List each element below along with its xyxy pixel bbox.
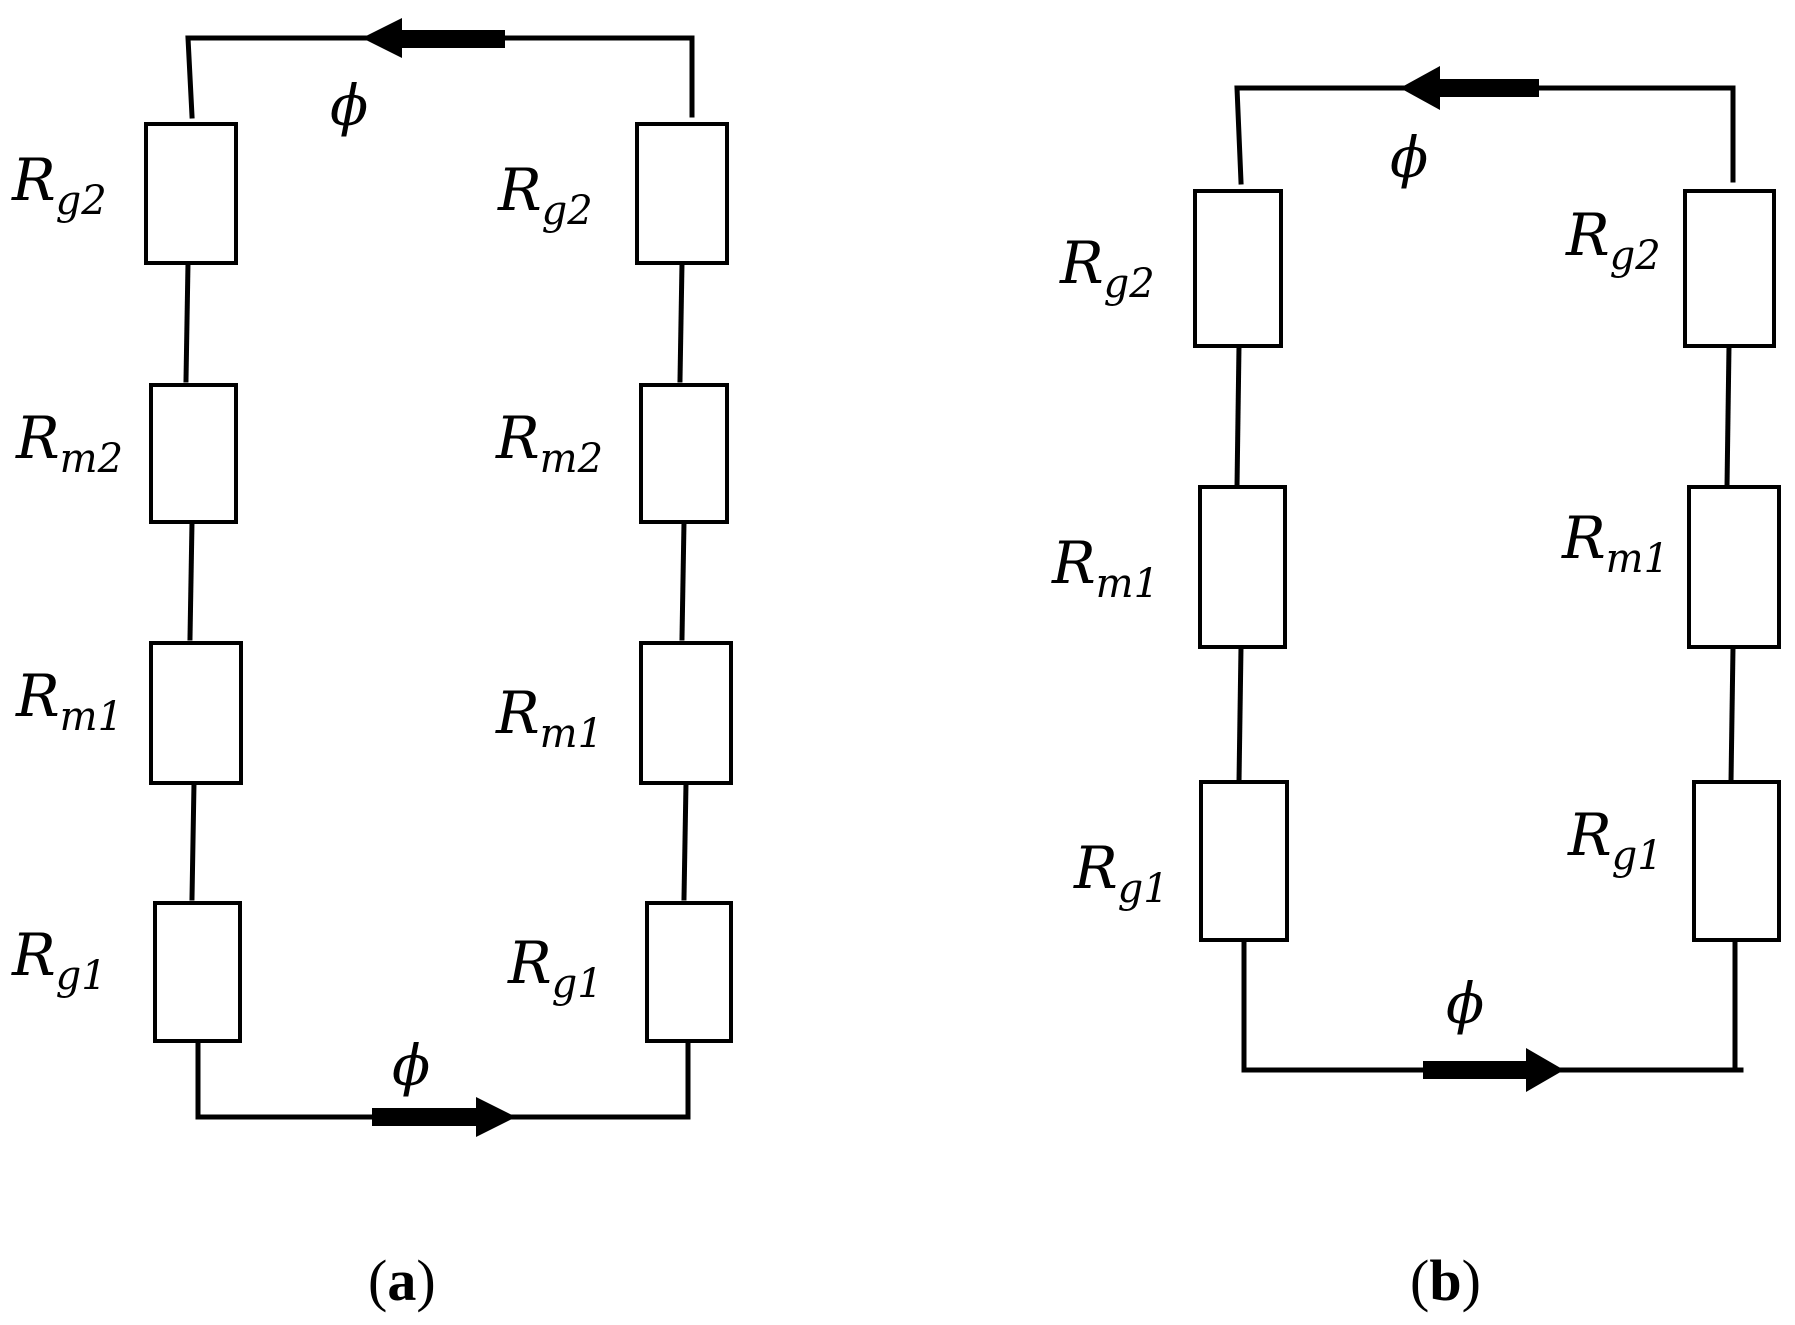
panel-b-bottom-flux-arrow: [1423, 1048, 1564, 1092]
panel-b-top-wire: [1234, 85, 1736, 185]
panel-a-bottom-flux-arrow: [372, 1097, 516, 1137]
panel-b-right-label-m1: Rm1: [1561, 504, 1669, 582]
panel-a-top-wire: [185, 35, 695, 119]
panel-b-right-wire-2: [1728, 644, 1736, 785]
panel-a-top-flux-arrow: [362, 18, 505, 58]
panel-b-left-label-g1: Rg1: [1073, 834, 1169, 912]
panel-a-top-flux-label: ϕ: [330, 74, 368, 139]
panel-b-left-label-m1: Rm1: [1051, 529, 1159, 607]
panel-a-bottom-wire: [195, 1035, 691, 1120]
panel-b-left-resistor-g1: [1199, 780, 1289, 942]
panel-a-left-label-m1: Rm1: [15, 662, 123, 740]
panel-a-left-resistor-m1: [149, 641, 243, 785]
panel-b-right-wire-1: [1724, 343, 1732, 490]
panel-a-caption: (a): [368, 1248, 436, 1313]
panel-a-right-label-m2: Rm2: [495, 404, 603, 482]
panel-b-right-resistor-m1: [1687, 485, 1781, 649]
panel-a-right-wire-1: [677, 260, 685, 383]
panel-a-left-resistor-g2: [144, 122, 238, 265]
panel-a-left-label-g1: Rg1: [11, 921, 107, 999]
panel-a-right-resistor-m2: [639, 383, 729, 524]
panel-b-top-flux-arrow: [1400, 66, 1539, 110]
panel-b-bottom-flux-label: ϕ: [1446, 972, 1484, 1037]
panel-a-right-wire-3: [681, 780, 689, 901]
panel-b-left-label-g2: Rg2: [1059, 229, 1155, 307]
panel-b: ϕ ϕ Rg2 Rm1 Rg1 Rg2 Rm1 Rg1 (b): [1051, 66, 1781, 1313]
panel-b-right-label-g2: Rg2: [1565, 201, 1661, 279]
panel-b-right-resistor-g2: [1683, 189, 1776, 348]
panel-a-right-label-g2: Rg2: [497, 156, 593, 234]
panel-a-left-resistor-g1: [153, 901, 242, 1043]
panel-b-bottom-wire: [1241, 937, 1744, 1073]
panel-a-left-resistor-m2: [149, 383, 238, 524]
panel-a-left-label-m2: Rm2: [15, 404, 123, 482]
panel-a-right-wire-2: [679, 519, 687, 641]
panel-a-bottom-flux-label: ϕ: [392, 1034, 430, 1099]
panel-b-top-flux-label: ϕ: [1390, 126, 1428, 191]
panel-a-left-label-g2: Rg2: [11, 146, 107, 224]
panel-b-left-resistor-g2: [1193, 189, 1283, 348]
panel-b-right-label-g1: Rg1: [1567, 801, 1663, 879]
panel-b-left-wire-1: [1234, 343, 1242, 490]
panel-a-left-wire-2: [187, 519, 195, 641]
panel-a-right-label-m1: Rm1: [495, 679, 603, 757]
panel-a-right-resistor-g2: [635, 122, 729, 265]
panel-a-right-label-g1: Rg1: [507, 929, 603, 1007]
panel-b-left-wire-2: [1236, 644, 1244, 785]
panel-b-right-resistor-g1: [1692, 780, 1781, 942]
panel-a-right-resistor-g1: [645, 901, 733, 1043]
panel-b-left-resistor-m1: [1198, 485, 1287, 649]
panel-a: ϕ ϕ Rg2 Rm2 Rm1 Rg1 Rg2 Rm2 Rm1 Rg1 (a): [11, 18, 733, 1313]
panel-a-left-wire-3: [189, 780, 197, 901]
panel-a-right-resistor-m1: [639, 641, 733, 785]
panel-a-left-wire-1: [183, 260, 191, 383]
panel-b-caption: (b): [1410, 1248, 1481, 1313]
